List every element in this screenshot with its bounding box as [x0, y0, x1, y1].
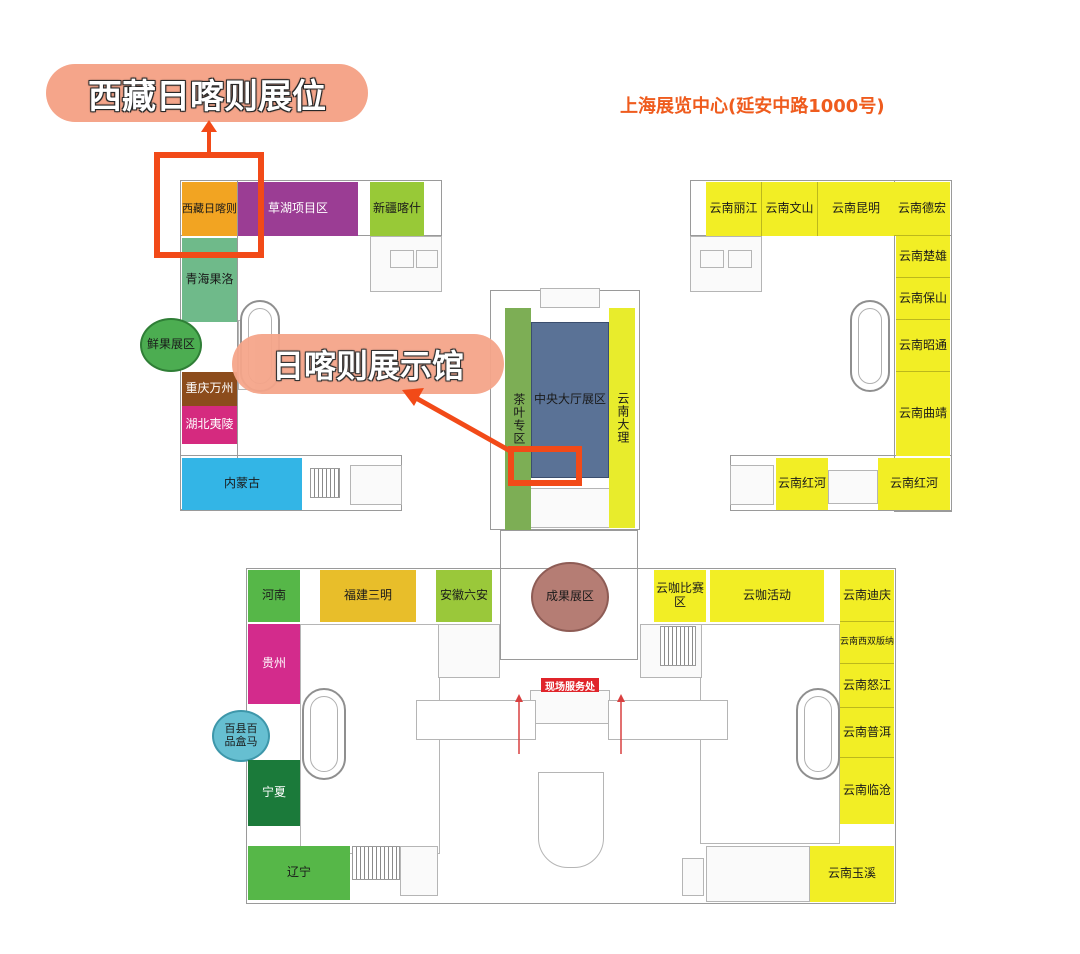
zone-yunnan-yuxi[interactable]: 云南玉溪 — [810, 846, 894, 902]
central-entrance-top — [540, 288, 600, 308]
shigatse-hall-highlight — [508, 446, 582, 486]
nw-south-room — [350, 465, 402, 505]
south-west-stair — [352, 846, 400, 880]
zone-yunnan-lijiang[interactable]: 云南丽江 — [706, 182, 762, 236]
zone-guizhou[interactable]: 贵州 — [248, 624, 300, 704]
shigatse-hall-callout: 日喀则展示馆 — [232, 334, 504, 394]
zone-yunnan-zhaotong[interactable]: 云南昭通 — [896, 320, 950, 372]
zone-baixian-hema[interactable]: 百县百品盒马 — [212, 710, 270, 762]
entrance-arrow-left-head — [515, 694, 523, 702]
shigatse-arrow-line — [414, 395, 514, 455]
south-east-outbuilding — [682, 858, 704, 896]
south-courtyard-right — [608, 700, 728, 740]
zone-yunnan-chuxiong[interactable]: 云南楚雄 — [896, 236, 950, 278]
zone-yunnan-kunming[interactable]: 云南昆明 — [818, 182, 894, 236]
zone-yunnan-honghe-2[interactable]: 云南红河 — [878, 458, 950, 510]
zone-ningxia[interactable]: 宁夏 — [248, 760, 300, 826]
sw-courtyard-oval — [302, 688, 346, 780]
zone-chongqing-wanzhou[interactable]: 重庆万州 — [182, 372, 237, 406]
zone-yunnan-xishuangbanna[interactable]: 云南西双版纳 — [840, 622, 894, 664]
zone-zhongyang-dating[interactable]: 中央大厅展区 — [531, 322, 609, 478]
south-courtyard-left — [416, 700, 536, 740]
zone-anhui-luan[interactable]: 安徽六安 — [436, 570, 492, 622]
tibet-arrow-head — [201, 120, 217, 132]
zone-yunnan-wenshan[interactable]: 云南文山 — [762, 182, 818, 236]
rotunda-hall-wall — [500, 530, 638, 660]
zone-yunnan-dehong[interactable]: 云南德宏 — [894, 182, 950, 236]
zone-henan[interactable]: 河南 — [248, 570, 300, 622]
zone-yunnan-dali[interactable]: 云南大理 — [609, 308, 635, 528]
zone-liaoning[interactable]: 辽宁 — [248, 846, 350, 900]
zone-xizang-rikaze[interactable]: 西藏日喀则 — [182, 182, 237, 236]
zone-yunnan-lincang[interactable]: 云南临沧 — [840, 758, 894, 824]
tibet-booth-highlight — [154, 152, 264, 258]
ne-courtyard-oval — [850, 300, 890, 392]
zone-yunnan-diqing[interactable]: 云南迪庆 — [840, 570, 894, 622]
nw-room-a — [390, 250, 414, 268]
zone-chaye[interactable]: 茶叶专区 — [505, 308, 531, 530]
service-desk-label: 现场服务处 — [541, 678, 599, 693]
ne-south-rooms — [730, 465, 774, 505]
nw-room-b — [416, 250, 438, 268]
zone-hubei-yiling[interactable]: 湖北夷陵 — [182, 406, 237, 444]
zone-yunka-bisai[interactable]: 云咖比赛区 — [654, 570, 706, 622]
zone-yunka-huodong[interactable]: 云咖活动 — [710, 570, 824, 622]
zone-chengguo[interactable]: 成果展区 — [531, 562, 609, 632]
zone-xinjiang-kashi[interactable]: 新疆喀什 — [370, 182, 424, 236]
zone-xianguo[interactable]: 鲜果展区 — [140, 318, 202, 372]
zone-yunnan-baoshan[interactable]: 云南保山 — [896, 278, 950, 320]
south-service-left — [438, 624, 500, 678]
nw-south-stair — [310, 468, 340, 498]
south-east-annex — [706, 846, 810, 902]
ne-wing-east-wall — [894, 180, 952, 512]
ne-south-mid-room — [828, 470, 878, 504]
entrance-arrow-right-head — [617, 694, 625, 702]
tibet-booth-callout: 西藏日喀则展位 — [46, 64, 368, 122]
ne-room-a — [700, 250, 724, 268]
shigatse-arrow-head — [402, 388, 424, 406]
zone-fujian-sanming[interactable]: 福建三明 — [320, 570, 416, 622]
zone-neimenggu[interactable]: 内蒙古 — [182, 458, 302, 510]
south-garden-outline — [538, 772, 604, 868]
zone-yunnan-honghe-1[interactable]: 云南红河 — [776, 458, 828, 510]
south-west-annex — [400, 846, 438, 896]
zone-yunnan-qujing[interactable]: 云南曲靖 — [896, 372, 950, 456]
se-courtyard-oval — [796, 688, 840, 780]
venue-title: 上海展览中心(延安中路1000号) — [620, 96, 885, 117]
ne-room-b — [728, 250, 752, 268]
zone-yunnan-nujiang[interactable]: 云南怒江 — [840, 664, 894, 708]
se-stair — [660, 626, 696, 666]
zone-yunnan-puer[interactable]: 云南普洱 — [840, 708, 894, 758]
